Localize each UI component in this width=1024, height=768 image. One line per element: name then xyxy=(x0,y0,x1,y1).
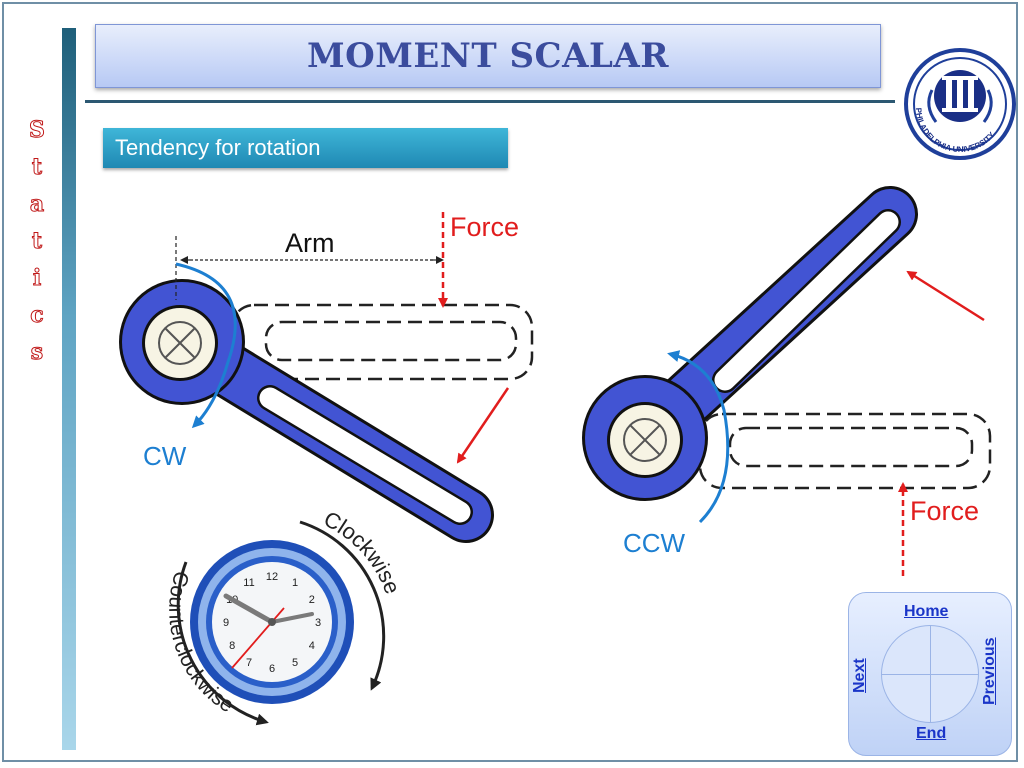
clock-icon: 121234567891011 xyxy=(190,540,354,704)
nav-home-link[interactable]: Home xyxy=(904,603,949,620)
arm-label: Arm xyxy=(285,228,335,258)
clock-numeral: 8 xyxy=(229,640,235,652)
right-wrench-ghost xyxy=(698,412,992,490)
ccw-label: CCW xyxy=(623,528,686,558)
section-header: Tendency for rotation xyxy=(103,128,508,168)
left-wrench xyxy=(119,279,494,543)
clock-numeral: 2 xyxy=(309,594,315,606)
cw-rotation-arrow xyxy=(175,262,237,429)
nav-divider xyxy=(930,626,931,722)
clock-numeral: 3 xyxy=(315,617,321,629)
clock-numeral: 4 xyxy=(309,640,315,652)
title-divider xyxy=(85,100,895,103)
clock-numeral: 11 xyxy=(243,577,254,589)
cw-label: CW xyxy=(143,441,187,471)
side-letter: s xyxy=(30,339,44,366)
nav-next-link[interactable]: Next xyxy=(851,658,868,693)
clock-numeral: 6 xyxy=(269,663,275,675)
side-title-statics: S t a t i c s xyxy=(26,112,48,371)
clock-numeral: 9 xyxy=(223,617,229,629)
side-letter: t xyxy=(31,154,43,181)
clock-numeral: 1 xyxy=(292,577,298,589)
side-letter: c xyxy=(30,302,44,329)
side-letter: S xyxy=(29,117,46,144)
ccw-rotation-arrow xyxy=(667,350,730,524)
counterclockwise-arrow xyxy=(176,561,269,726)
nav-previous-link[interactable]: Previous xyxy=(981,637,998,705)
clock-numeral: 12 xyxy=(266,571,278,583)
clockwise-arrow xyxy=(299,520,386,691)
nav-center-circle xyxy=(881,625,979,723)
nav-end-link[interactable]: End xyxy=(916,725,947,742)
section-header-text: Tendency for rotation xyxy=(115,135,321,160)
side-letter: i xyxy=(32,265,42,292)
title-banner: MOMENT SCALAR xyxy=(95,24,881,88)
university-logo: PHILADELPHIA UNIVERSITY xyxy=(904,48,1016,160)
right-force-label: Force xyxy=(910,496,979,526)
clock-numeral: 7 xyxy=(246,657,252,669)
clock-numeral: 5 xyxy=(292,657,298,669)
side-letter: a xyxy=(29,191,45,218)
right-wrench xyxy=(582,186,918,501)
page-title: MOMENT SCALAR xyxy=(306,36,670,76)
right-force-arrow-diagonal xyxy=(906,270,985,322)
left-force-arrow-diagonal xyxy=(456,387,510,464)
side-letter: t xyxy=(31,228,43,255)
left-force-label: Force xyxy=(450,212,519,242)
side-accent-bar xyxy=(62,28,76,750)
navigation-panel: Home End Next Previous xyxy=(848,592,1012,756)
arm-dimension xyxy=(175,236,444,300)
